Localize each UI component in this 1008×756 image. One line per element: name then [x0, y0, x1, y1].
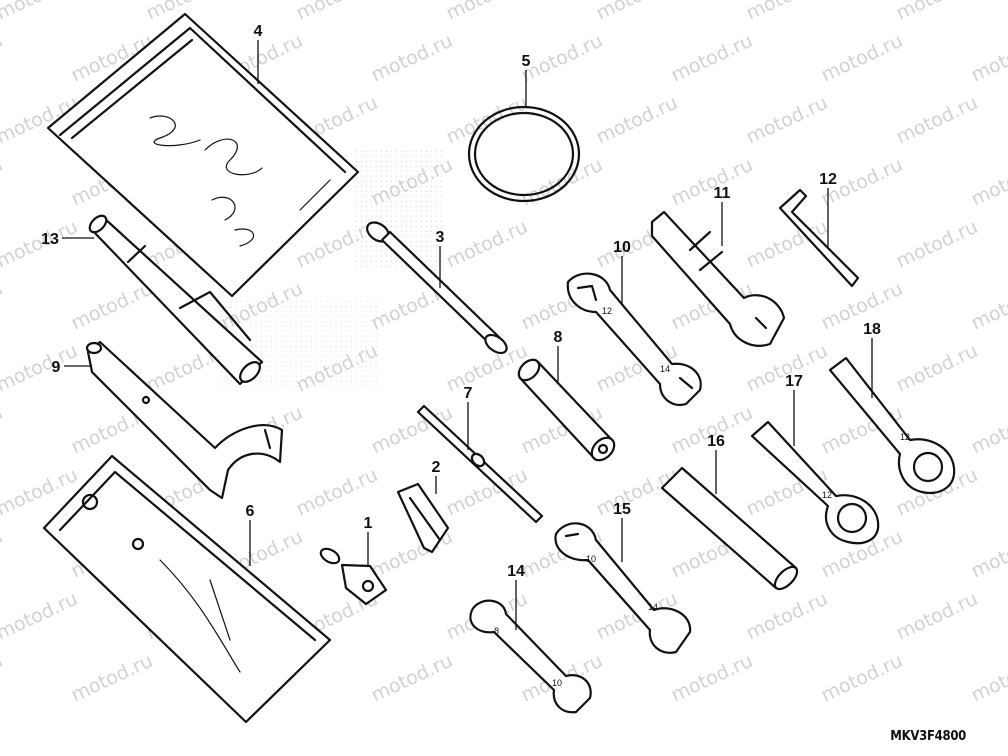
callout-13: 13	[41, 231, 59, 248]
callout-12: 12	[819, 171, 837, 188]
callout-7: 7	[464, 385, 473, 402]
watermark-text: motod.ru	[0, 588, 81, 645]
callouts: 4 5 3 13 9 6 1 2 7 8 10 11 12 18 17 16 1…	[41, 23, 881, 580]
part-8-socket-handle	[517, 358, 616, 462]
part-17-box-wrench: 12	[750, 420, 880, 545]
watermark-text: motod.ru	[293, 0, 381, 25]
watermark-text: motod.ru	[668, 650, 756, 707]
watermark-text: motod.ru	[593, 0, 681, 25]
watermark-text: motod.ru	[68, 650, 156, 707]
callout-10: 10	[613, 239, 631, 256]
watermark-text: motod.ru	[968, 154, 1008, 211]
wrench-size-mark: 14	[660, 364, 670, 374]
part-7-screwdriver	[416, 404, 544, 524]
part-14-wrench: 8 10	[469, 599, 592, 714]
callout-5: 5	[522, 53, 531, 70]
callout-16: 16	[707, 433, 725, 450]
part-13-extension-bar	[88, 214, 264, 386]
watermark-text: motod.ru	[518, 154, 606, 211]
wrench-size-mark: 12	[602, 306, 612, 316]
watermark-text: motod.ru	[368, 30, 456, 87]
watermark-text: motod.ru	[68, 278, 156, 335]
callout-8: 8	[554, 329, 563, 346]
watermark-text: motod.ru	[743, 92, 831, 149]
part-2-fuse-puller	[396, 482, 450, 554]
wrench-size-mark: 14	[648, 602, 658, 612]
leader-lines	[62, 40, 873, 630]
part-4-tool-bag	[46, 12, 360, 298]
watermark-text: motod.ru	[0, 402, 6, 459]
part-1-adaptor	[319, 547, 388, 606]
wrench-size-mark: 8	[494, 626, 499, 636]
watermark-text: motod.ru	[593, 92, 681, 149]
wrench-size-mark: 10	[552, 678, 562, 688]
callout-17: 17	[785, 373, 803, 390]
watermark-text: motod.ru	[0, 278, 6, 335]
watermark-text: motod.ru	[0, 154, 6, 211]
watermark-text: motod.ru	[668, 402, 756, 459]
callout-18: 18	[863, 321, 881, 338]
watermark-text: motod.ru	[0, 0, 81, 25]
drawing-code: MKV3F4800	[890, 729, 966, 744]
watermark-text: motod.ru	[968, 650, 1008, 707]
watermark-text: motod.ru	[893, 340, 981, 397]
watermark-text: motod.ru	[368, 650, 456, 707]
watermark-text: motod.ru	[893, 216, 981, 273]
watermark-text: motod.ru	[0, 650, 6, 707]
watermark-text: motod.ru	[293, 464, 381, 521]
part-9-pin-spanner	[85, 340, 284, 500]
watermark-text: motod.ru	[443, 340, 531, 397]
watermark-text: motod.ru	[443, 0, 531, 25]
part-16-tube	[660, 466, 799, 591]
wrench-size-mark: 12	[900, 432, 910, 442]
part-10-wrench: 12 14	[566, 272, 702, 406]
watermark-text: motod.ru	[0, 526, 6, 583]
watermark-text: motod.ru	[743, 588, 831, 645]
part-11-socket-wrench	[650, 210, 786, 347]
part-12-hex-key	[778, 188, 860, 288]
watermark-text: motod.ru	[968, 402, 1008, 459]
watermark-text: motod.ru	[968, 30, 1008, 87]
callout-11: 11	[714, 185, 731, 202]
part-3-rod-tool	[366, 221, 508, 355]
watermark-text: motod.ru	[668, 30, 756, 87]
callout-2: 2	[432, 459, 441, 476]
callout-9: 9	[52, 359, 61, 376]
part-5-band	[467, 105, 581, 203]
wrench-size-mark: 12	[822, 490, 832, 500]
watermark-text: motod.ru	[443, 216, 531, 273]
watermark-text: motod.ru	[668, 154, 756, 211]
watermark-text: motod.ru	[968, 278, 1008, 335]
callout-15: 15	[613, 501, 631, 518]
watermark-text: motod.ru	[893, 588, 981, 645]
watermark-text: motod.ru	[818, 30, 906, 87]
watermark-text: motod.ru	[0, 340, 81, 397]
watermark-text: motod.ru	[518, 30, 606, 87]
watermark-text: motod.ru	[743, 0, 831, 25]
callout-14: 14	[507, 563, 525, 580]
callout-4: 4	[254, 23, 263, 40]
watermark-text: motod.ru	[893, 0, 981, 25]
watermark-text: motod.ru	[818, 278, 906, 335]
part-18-box-wrench: 12	[828, 356, 956, 495]
callout-3: 3	[436, 229, 445, 246]
watermark-text: motod.ru	[0, 30, 6, 87]
wrench-size-mark: 10	[586, 554, 596, 564]
part-15-wrench: 10 14	[554, 522, 692, 654]
callout-6: 6	[246, 503, 255, 520]
watermark-text: motod.ru	[968, 526, 1008, 583]
part-6-tool-pouch	[42, 454, 332, 724]
watermark-text: motod.ru	[893, 92, 981, 149]
watermark-text: motod.ru	[818, 650, 906, 707]
callout-1: 1	[364, 515, 373, 532]
